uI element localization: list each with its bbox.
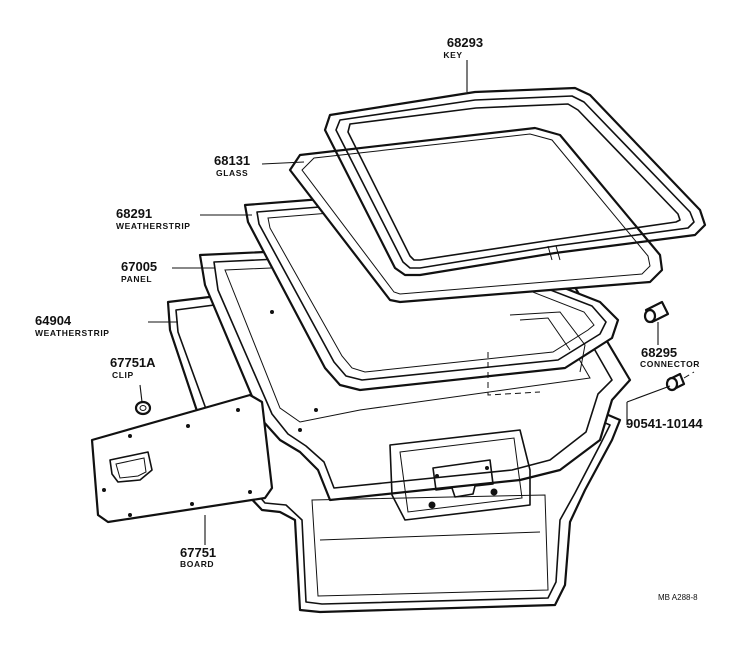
glass [288, 126, 664, 304]
screw-hole [270, 310, 274, 314]
part-name: KEY [443, 50, 462, 60]
leader-lines [139, 60, 671, 545]
bolt-hole [428, 501, 436, 509]
glass-key-molding [323, 86, 707, 277]
diagram-code: MB A288-8 [658, 593, 698, 602]
part-name: CLIP [112, 370, 134, 380]
bolt-hole [490, 488, 498, 496]
label-weatherstrip-upper: 68291 WEATHERSTRIP [116, 206, 191, 231]
part-name: PANEL [121, 274, 152, 284]
label-weatherstrip-lower: 64904 WEATHERSTRIP [35, 313, 110, 338]
screw-hole [435, 474, 439, 478]
part-name: BOARD [180, 559, 214, 569]
bolt [665, 371, 695, 392]
part-number: 68131 [214, 153, 250, 168]
part-number: 68291 [116, 206, 152, 221]
part-name: WEATHERSTRIP [116, 221, 191, 231]
part-number: 67751 [180, 545, 216, 560]
board-clip-hole [248, 490, 252, 494]
screw-hole [298, 428, 302, 432]
part-number: 67751A [110, 355, 156, 370]
board-clip-hole [236, 408, 240, 412]
label-key: 68293 KEY [443, 35, 483, 60]
part-name: CONNECTOR [640, 359, 700, 369]
label-glass: 68131 GLASS [214, 153, 250, 178]
screw-hole [314, 408, 318, 412]
label-clip: 67751A CLIP [110, 355, 156, 380]
connector [643, 300, 670, 324]
clip [134, 400, 152, 416]
label-board: 67751 BOARD [180, 545, 216, 569]
part-number: 68293 [447, 35, 483, 50]
board-clip-hole [190, 502, 194, 506]
board-clip-hole [128, 434, 132, 438]
part-number: 68295 [641, 345, 677, 360]
label-bolt: 90541-10144 [626, 416, 703, 431]
part-number: 67005 [121, 259, 157, 274]
part-name: GLASS [216, 168, 248, 178]
part-number: 64904 [35, 313, 72, 328]
screw-hole [485, 466, 489, 470]
board-clip-hole [102, 488, 106, 492]
part-number: 90541-10144 [626, 416, 703, 431]
trim-board [90, 393, 274, 524]
label-panel: 67005 PANEL [121, 259, 157, 284]
label-connector: 68295 CONNECTOR [640, 345, 700, 369]
board-clip-hole [128, 513, 132, 517]
part-name: WEATHERSTRIP [35, 328, 110, 338]
board-clip-hole [186, 424, 190, 428]
